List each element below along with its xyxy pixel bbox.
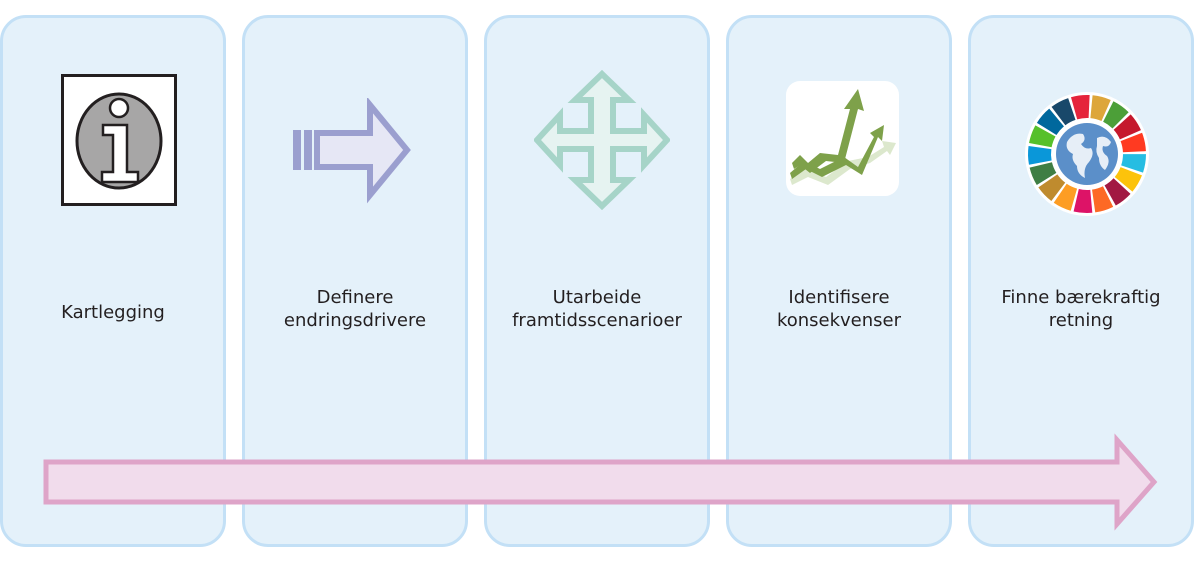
sdg-segment bbox=[1038, 174, 1066, 202]
right-arrow-icon bbox=[293, 98, 411, 204]
sdg-segment bbox=[1114, 167, 1142, 192]
step-card-konsekvenser: Identifisere konsekvenser bbox=[726, 15, 952, 547]
step-card-baerekraftig-retning: Finne bærekraftig retning bbox=[968, 15, 1194, 547]
step-card-endringsdrivere: Definere endringsdrivere bbox=[242, 15, 468, 547]
step-label: Identifisere konsekvenser bbox=[729, 286, 949, 332]
info-icon bbox=[61, 74, 177, 206]
sdg-segment bbox=[1073, 189, 1093, 213]
four-way-arrow-icon bbox=[534, 70, 670, 210]
step-label-line: Finne bærekraftig bbox=[1001, 287, 1161, 308]
sdg-segment bbox=[1121, 154, 1146, 173]
sdg-segment bbox=[1036, 108, 1064, 135]
step-label-line: retning bbox=[1048, 310, 1114, 331]
step-label-line: Identifisere bbox=[788, 287, 890, 308]
sdg-segment bbox=[1113, 114, 1141, 140]
step-label-line: framtidsscenarioer bbox=[512, 310, 682, 331]
sdg-segment bbox=[1028, 145, 1052, 165]
step-card-framtidsscenarioer: Utarbeide framtidsscenarioer bbox=[484, 15, 710, 547]
sdg-segment bbox=[1090, 95, 1111, 122]
step-label-line: endringsdrivere bbox=[283, 310, 427, 331]
step-label: Definere endringsdrivere bbox=[245, 286, 465, 332]
sdg-segment bbox=[1120, 132, 1146, 153]
sdg-segment bbox=[1104, 178, 1131, 206]
step-label-line: Definere bbox=[316, 287, 394, 308]
step-label: Utarbeide framtidsscenarioer bbox=[487, 286, 707, 332]
step-label-line: Kartlegging bbox=[61, 302, 165, 323]
sdg-segment bbox=[1053, 183, 1078, 211]
sdg-wheel-icon bbox=[1025, 92, 1149, 216]
step-card-kartlegging: Kartlegging bbox=[0, 15, 226, 547]
sdg-segment bbox=[1103, 101, 1129, 129]
step-label: Kartlegging bbox=[3, 301, 223, 324]
sdg-segment bbox=[1070, 95, 1090, 120]
sdg-segment bbox=[1029, 162, 1057, 185]
step-label-line: konsekvenser bbox=[776, 310, 902, 331]
sdg-segment bbox=[1029, 125, 1056, 148]
growth-arrows-icon bbox=[786, 81, 899, 196]
sdg-segment bbox=[1092, 186, 1114, 213]
step-label-line: Utarbeide bbox=[552, 287, 642, 308]
sdg-segment bbox=[1051, 98, 1076, 126]
step-label: Finne bærekraftig retning bbox=[971, 286, 1191, 332]
